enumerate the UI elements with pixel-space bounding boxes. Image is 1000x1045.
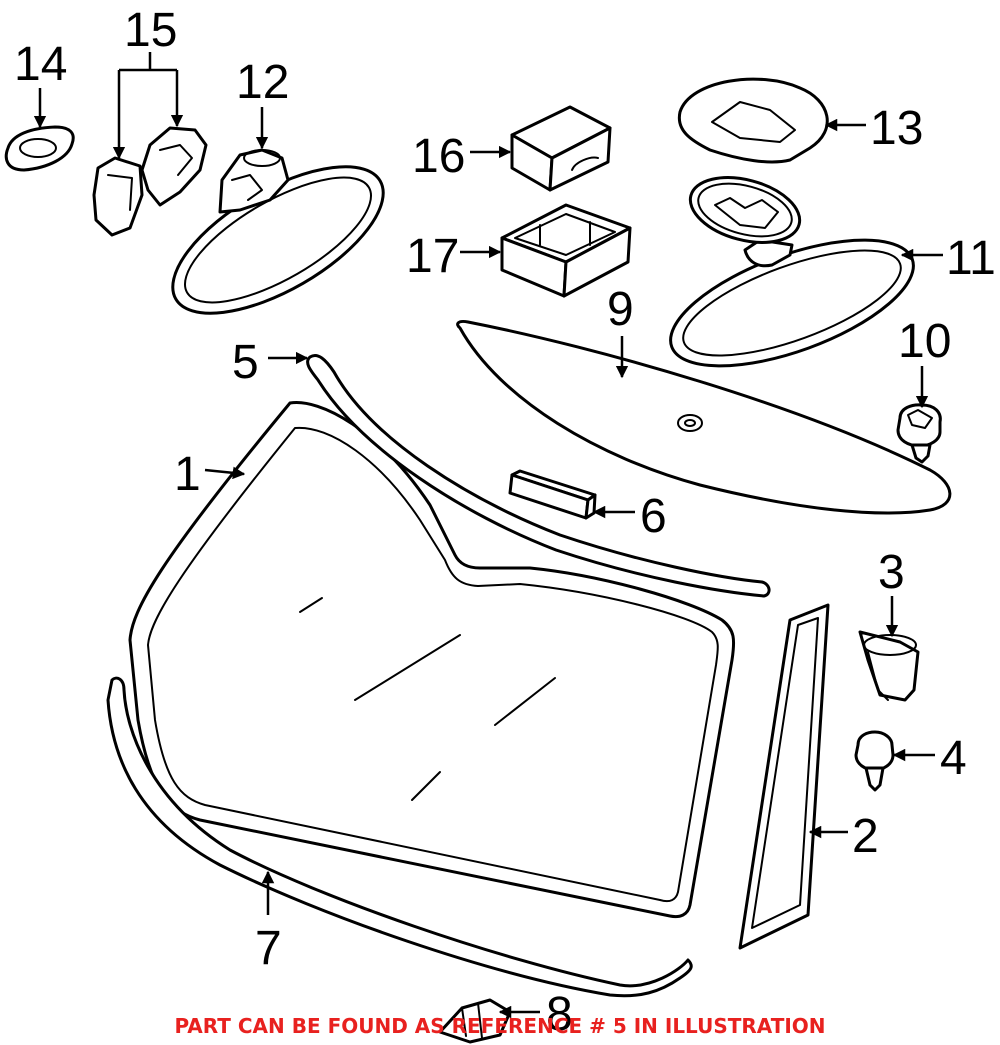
callout-10: 10 xyxy=(898,315,951,368)
callout-16: 16 xyxy=(412,130,465,183)
sun-visor-part xyxy=(456,320,952,515)
rearview-mirror-part xyxy=(669,176,915,368)
callout-14: 14 xyxy=(14,38,67,91)
clip-part xyxy=(858,630,920,702)
callout-13: 13 xyxy=(870,102,923,155)
callout-11: 11 xyxy=(946,232,996,285)
callout-17: 17 xyxy=(406,230,459,283)
callout-15: 15 xyxy=(124,4,177,57)
reference-note: PART CAN BE FOUND AS REFERENCE # 5 IN IL… xyxy=(174,1014,825,1038)
lower-molding-part xyxy=(106,676,693,998)
callout-3: 3 xyxy=(878,546,905,599)
callout-1: 1 xyxy=(174,448,201,501)
cover-box-part xyxy=(510,105,612,192)
callout-4: 4 xyxy=(940,732,967,785)
push-clip-part xyxy=(854,730,895,792)
callout-5: 5 xyxy=(232,336,259,389)
callout-6: 6 xyxy=(640,490,667,543)
trim-clip-part xyxy=(896,403,942,464)
callout-2: 2 xyxy=(852,810,879,863)
callout-8: 8 xyxy=(546,988,573,1041)
leader-lines xyxy=(33,52,943,1019)
sensor-block-part xyxy=(508,469,597,520)
gasket-part xyxy=(4,125,75,172)
upper-molding-part xyxy=(306,354,771,598)
pillar-trim-part xyxy=(738,603,830,950)
tray-part xyxy=(500,203,632,298)
mirror-pad-part xyxy=(677,77,829,164)
callout-12: 12 xyxy=(236,56,289,109)
mirror-part xyxy=(171,148,385,315)
callout-7: 7 xyxy=(255,922,282,975)
callout-9: 9 xyxy=(607,283,634,336)
bracket-part xyxy=(92,126,208,237)
leader-1 xyxy=(204,466,246,480)
callout-numbers: 1 2 3 4 5 6 7 8 9 10 11 12 13 14 15 16 1… xyxy=(14,4,996,1041)
windshield-part xyxy=(128,401,736,919)
